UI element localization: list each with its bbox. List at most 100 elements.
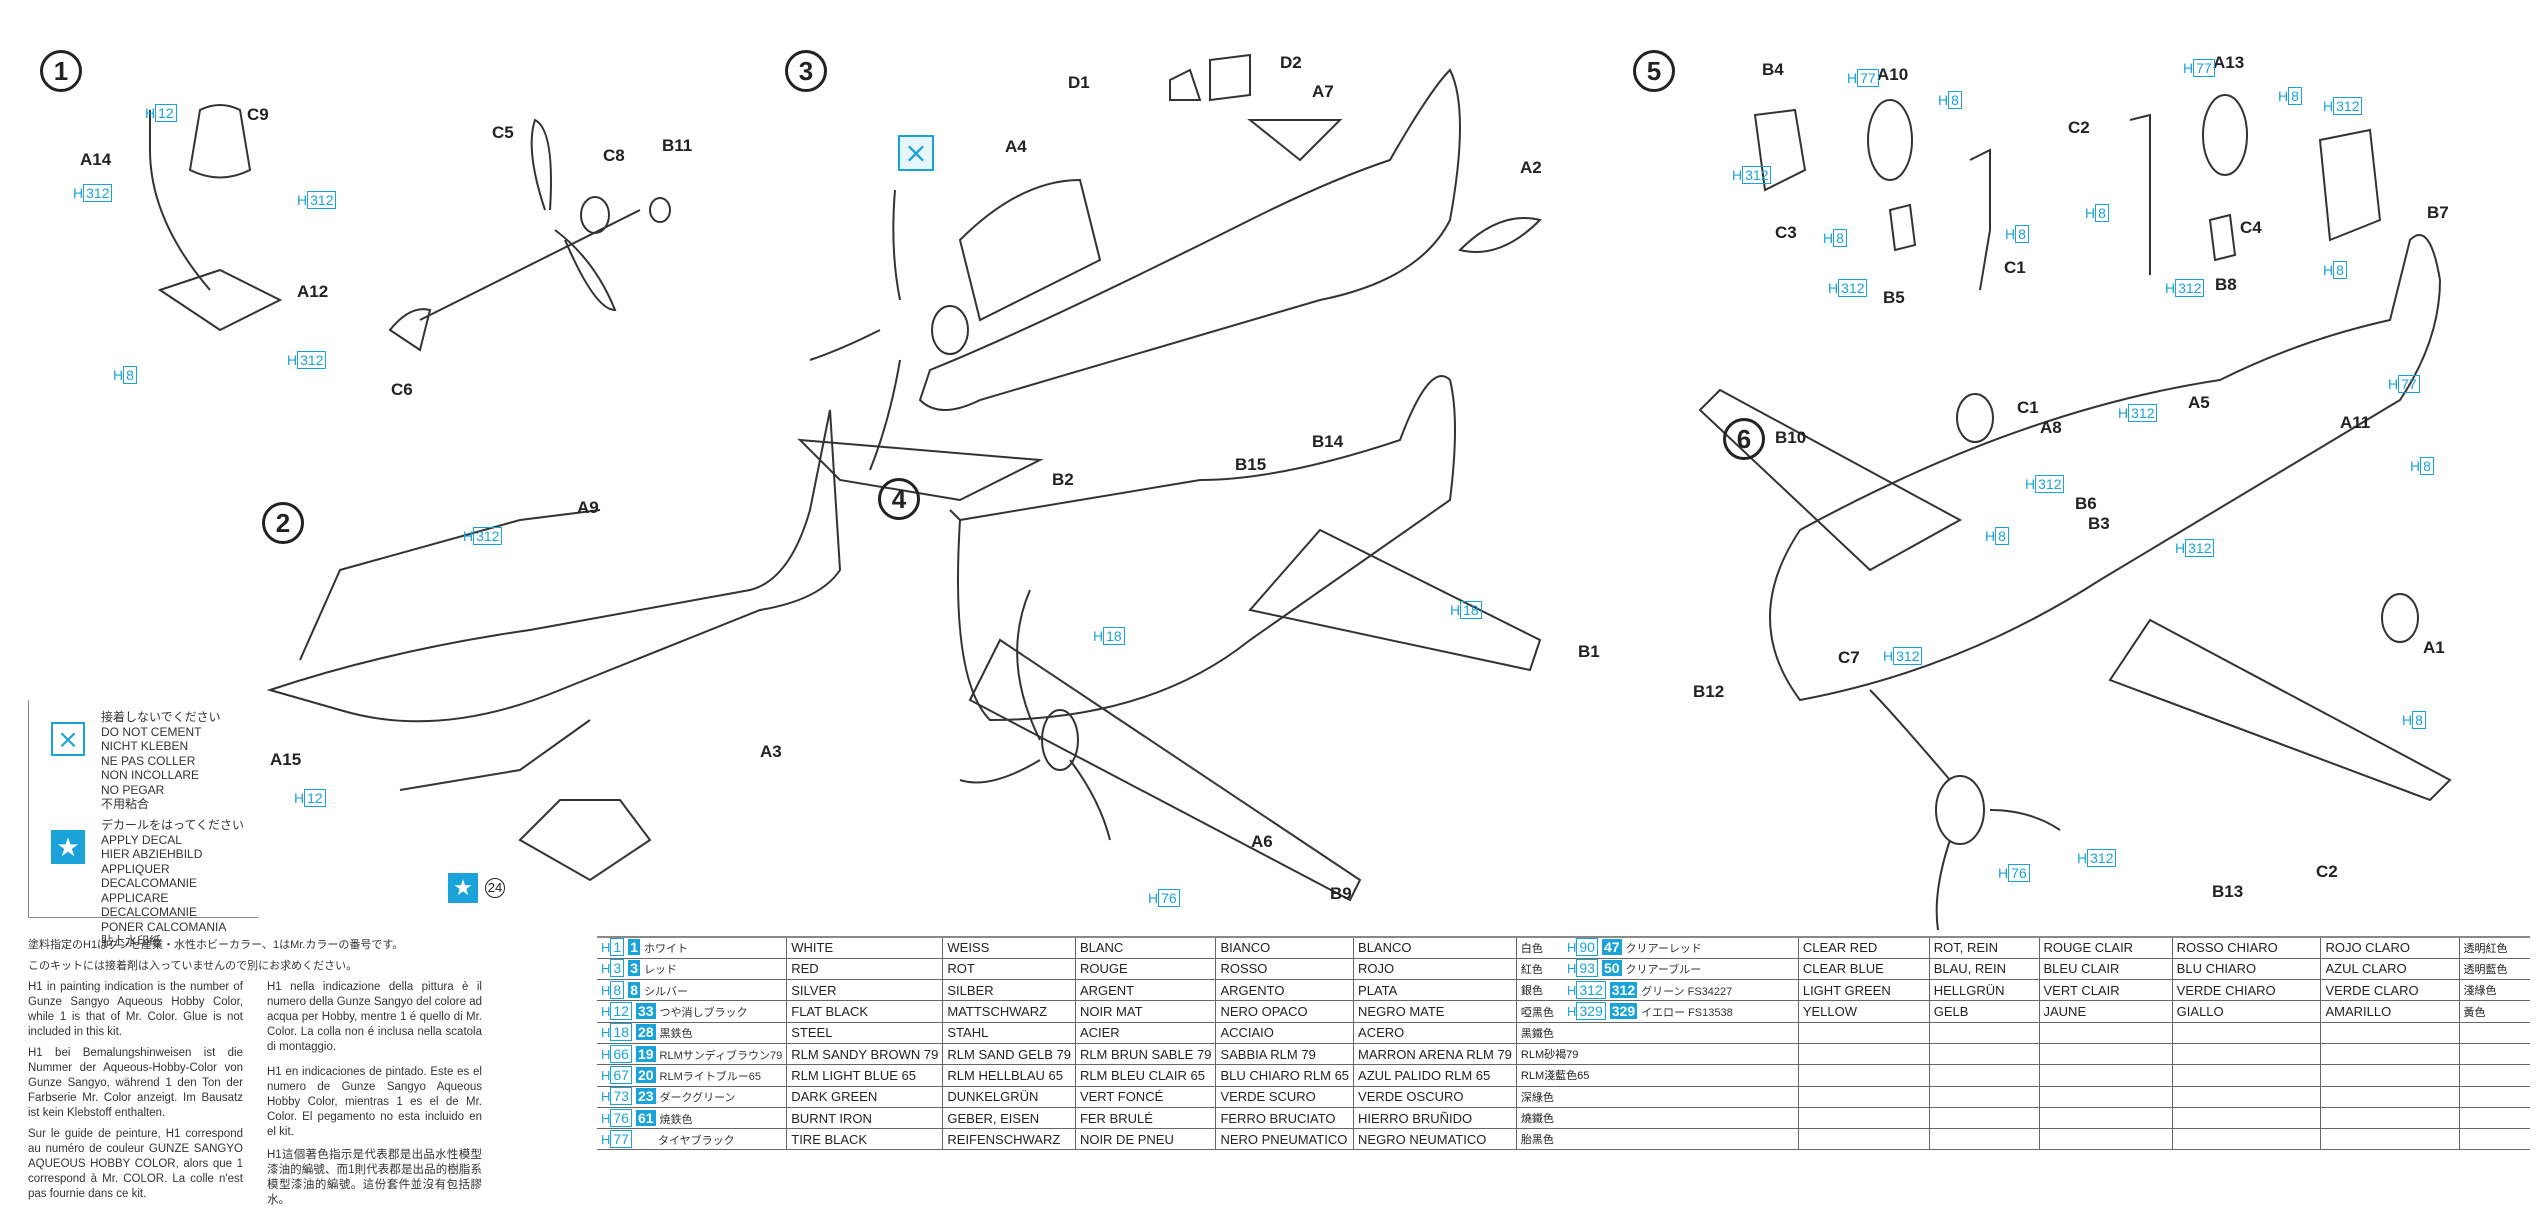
part-label: B6 bbox=[2075, 494, 2097, 513]
color-name: ACIER bbox=[1074, 1022, 1216, 1044]
color-name: FERRO BRUCIATO bbox=[1215, 1107, 1354, 1130]
color-name: PLATA bbox=[1353, 979, 1517, 1002]
color-name: AMARILLO bbox=[2320, 1000, 2460, 1023]
step3-fuselage bbox=[809, 53, 1542, 471]
color-name: JAUNE bbox=[2038, 1000, 2173, 1023]
part-label: B14 bbox=[1312, 432, 1344, 451]
step-number: 4 bbox=[878, 478, 920, 520]
color-name: ROT bbox=[942, 958, 1076, 981]
color-name: BIANCO bbox=[1215, 937, 1354, 959]
part-label: C4 bbox=[2240, 218, 2262, 237]
hobby-color-number: 77 bbox=[610, 1129, 632, 1148]
color-name: 黃色 bbox=[2458, 1000, 2530, 1023]
mr-color-number: 50 bbox=[1601, 960, 1622, 977]
japanese-name: つや消しブラック bbox=[659, 1007, 748, 1020]
color-name: FER BRULÉ bbox=[1074, 1107, 1216, 1130]
color-name: REIFENSCHWARZ bbox=[942, 1128, 1076, 1151]
part-label: C7 bbox=[1838, 648, 1860, 667]
part-label: A12 bbox=[297, 282, 329, 301]
color-name: VERT FONCÉ bbox=[1074, 1086, 1216, 1108]
color-name: RLM BLEU CLAIR 65 bbox=[1074, 1064, 1216, 1087]
hobby-color-number: 329 bbox=[1576, 1002, 1606, 1021]
color-name: ROSSO CHIARO bbox=[2171, 937, 2321, 959]
step1-seat-assembly bbox=[149, 104, 283, 332]
part-label: A14 bbox=[80, 150, 112, 169]
color-name: BURNT IRON bbox=[786, 1107, 943, 1130]
part-label: C5 bbox=[492, 123, 514, 142]
color-name: MATTSCHWARZ bbox=[942, 1000, 1076, 1023]
hobby-color-number: 76 bbox=[610, 1108, 632, 1127]
color-name: MARRON ARENA RLM 79 bbox=[1353, 1043, 1517, 1066]
step-number: 2 bbox=[262, 502, 304, 544]
decal-number: 24 bbox=[485, 878, 505, 898]
part-label: C1 bbox=[2017, 398, 2039, 417]
color-name: ROSSO bbox=[1215, 958, 1354, 981]
empty-row bbox=[1563, 1086, 2530, 1108]
japanese-name: クリアーレッド bbox=[1625, 943, 1702, 956]
empty-row bbox=[1563, 1022, 2530, 1044]
part-label: A15 bbox=[270, 750, 302, 769]
japanese-name: 焼鉄色 bbox=[659, 1113, 693, 1126]
color-name: VERDE OSCURO bbox=[1353, 1086, 1517, 1108]
mr-color-number: 33 bbox=[635, 1003, 656, 1020]
color-name: NOIR MAT bbox=[1074, 1000, 1216, 1023]
japanese-name: クリアーブルー bbox=[1625, 964, 1702, 977]
part-label: B10 bbox=[1775, 428, 1807, 447]
color-name: VERT CLAIR bbox=[2038, 979, 2173, 1002]
notes-column-left: H1 in painting indication is the number … bbox=[28, 980, 243, 1202]
color-name: BLU CHIARO bbox=[2171, 958, 2321, 981]
part-label: A11 bbox=[2340, 413, 2371, 432]
empty-row bbox=[1563, 1043, 2530, 1066]
color-name: NERO OPACO bbox=[1215, 1000, 1354, 1023]
color-name: BLAU, REIN bbox=[1928, 958, 2039, 981]
assembly-drawings bbox=[149, 53, 2452, 930]
note-spanish: H1 en indicaciones de pintado. Este es e… bbox=[267, 1066, 482, 1138]
japanese-name: ダークグリーン bbox=[659, 1092, 736, 1105]
part-label: D1 bbox=[1068, 73, 1090, 92]
part-label: A13 bbox=[2213, 53, 2245, 72]
mr-color-number: 47 bbox=[1601, 939, 1622, 956]
color-name: TIRE BLACK bbox=[786, 1128, 943, 1151]
color-name: VERDE CLARO bbox=[2320, 979, 2460, 1002]
color-name: DARK GREEN bbox=[786, 1086, 943, 1108]
mr-color-number: 23 bbox=[635, 1088, 656, 1105]
color-name: WEISS bbox=[942, 937, 1076, 959]
japanese-name: レッド bbox=[643, 964, 677, 977]
color-name: VERDE SCURO bbox=[1215, 1086, 1354, 1108]
color-name: BLANC bbox=[1074, 937, 1216, 959]
color-name: NERO PNEUMATICO bbox=[1215, 1128, 1354, 1151]
part-label: C8 bbox=[603, 146, 625, 165]
color-name: BLANCO bbox=[1353, 937, 1517, 959]
part-label: C2 bbox=[2068, 118, 2090, 137]
part-label: A8 bbox=[2040, 418, 2062, 437]
japanese-name: グリーン FS34227 bbox=[1641, 985, 1733, 998]
color-name: CLEAR RED bbox=[1797, 937, 1930, 959]
part-label: C1 bbox=[2004, 258, 2026, 277]
notes-column-right: H1 nella indicazione della pittura è il … bbox=[267, 980, 482, 1208]
color-name: NOIR DE PNEU bbox=[1074, 1128, 1216, 1151]
